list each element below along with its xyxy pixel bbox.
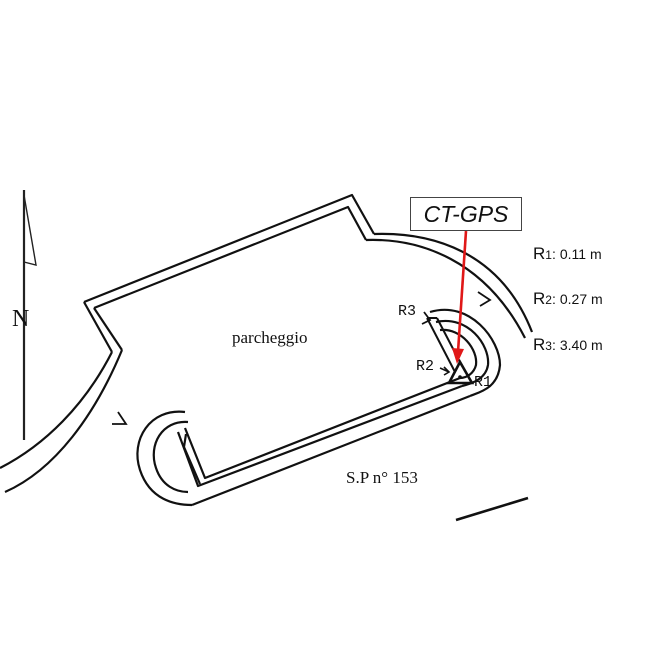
gps-label-box: CT-GPS <box>410 197 522 231</box>
legend-subscript: 1 <box>545 248 552 262</box>
legend-subscript: 2 <box>545 293 552 307</box>
road-line <box>455 496 529 522</box>
survey-point-icon <box>446 359 475 385</box>
tick-marks <box>112 291 492 425</box>
legend-separator: : <box>551 337 556 353</box>
gps-label-text: CT-GPS <box>423 200 509 227</box>
point-label-r3: R3 <box>398 303 417 320</box>
point-label-r2: R2 <box>416 358 435 375</box>
access-road-left <box>0 349 124 494</box>
legend-subscript: 3 <box>545 339 552 353</box>
point-label-r1: R1 <box>474 374 493 391</box>
legend-key: R <box>533 244 546 263</box>
legend-item-r3: R3:3.40 m <box>533 335 603 355</box>
left-loop <box>136 394 471 507</box>
legend-value: 3.40 m <box>559 337 603 353</box>
legend-value: 0.27 m <box>559 291 603 307</box>
legend-key: R <box>533 335 546 354</box>
north-label: N <box>12 306 30 332</box>
legend-key: R <box>533 289 546 308</box>
legend-item-r2: R2:0.27 m <box>533 289 603 309</box>
area-label: parcheggio <box>232 328 308 347</box>
road-label: S.P n° 153 <box>346 468 418 487</box>
north-arrow-icon <box>22 190 37 440</box>
legend-value: 0.11 m <box>559 246 602 262</box>
parking-outline <box>83 193 463 488</box>
road-upper-right <box>365 232 534 339</box>
legend-separator: : <box>551 291 556 307</box>
legend-separator: : <box>551 246 556 262</box>
gps-arrow-icon <box>452 230 468 364</box>
r2-pointer-icon <box>439 366 451 376</box>
legend-item-r1: R1:0.11 m <box>533 244 602 264</box>
